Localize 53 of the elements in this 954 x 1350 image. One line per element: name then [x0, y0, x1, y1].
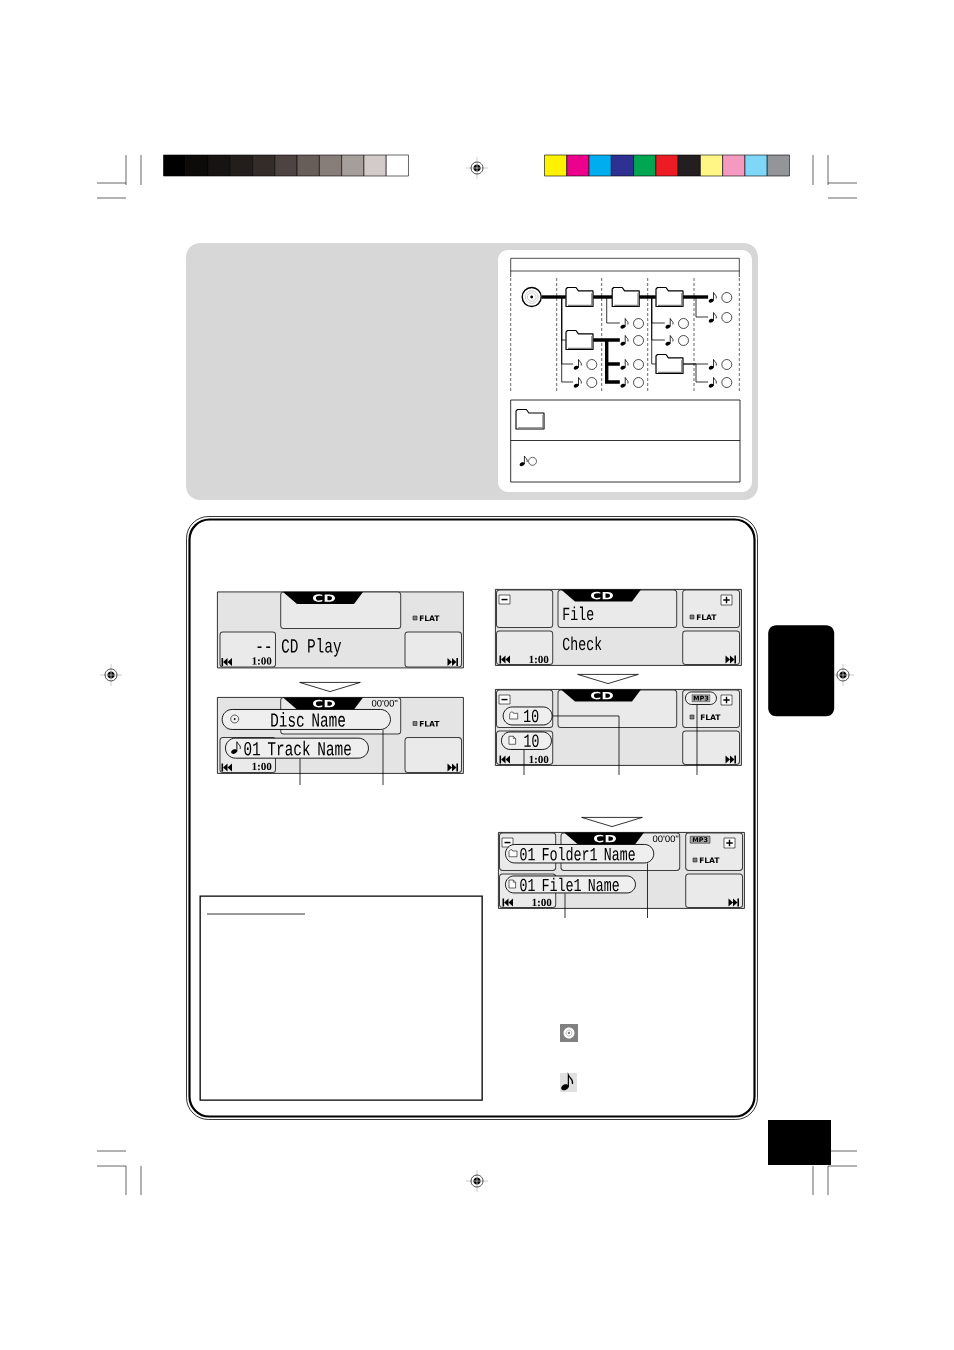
leader-line — [523, 749, 525, 776]
music-file-icon — [665, 318, 689, 329]
tree-line — [591, 338, 622, 384]
music-file-icon — [708, 359, 733, 370]
tree-line — [639, 295, 656, 299]
display-text: -- CD Play — [257, 638, 342, 657]
music-file-icon — [708, 377, 733, 388]
section-tab — [768, 625, 835, 717]
elapsed-time: 1:00 — [252, 762, 272, 771]
music-file-icon — [708, 312, 733, 323]
arrow — [581, 816, 643, 827]
source-tab: CD — [564, 832, 644, 845]
leader-line — [564, 893, 566, 919]
tree-line — [541, 295, 566, 299]
tree-line — [682, 296, 709, 318]
note-box — [199, 895, 483, 1101]
music-file-icon — [620, 377, 644, 388]
music-file-icon — [665, 335, 689, 346]
tree-line — [639, 296, 666, 365]
music-file-icon — [620, 318, 644, 329]
elapsed-time: 1:00 — [529, 755, 549, 764]
time-readout: 00'00" — [371, 699, 398, 707]
disc-icon — [521, 286, 542, 308]
music-file-icon — [573, 377, 598, 388]
elapsed-time: 1:00 — [529, 655, 549, 664]
arrow — [299, 681, 361, 692]
music-file-icon — [620, 335, 644, 346]
label-pill: 01 Folder1 Name — [505, 844, 655, 864]
leader-line — [696, 704, 698, 776]
time-readout: 00'00" — [652, 835, 679, 843]
label-pill: 01 File1 Name — [505, 875, 636, 894]
arrow — [577, 673, 639, 684]
music-file-icon — [708, 292, 733, 303]
elapsed-time: 1:00 — [532, 898, 552, 907]
display-text: File Check — [562, 606, 602, 651]
tree-line — [593, 295, 612, 299]
label-pill: Disc Name — [221, 709, 391, 730]
tree-line — [592, 296, 621, 324]
leader-line — [552, 715, 620, 776]
tree-line — [683, 295, 709, 299]
source-tab: CD — [283, 592, 363, 604]
tree-line — [682, 363, 709, 383]
label-pill: 01 Track Name — [225, 737, 369, 759]
leader-line — [299, 758, 301, 786]
source-tab: CD — [561, 689, 641, 702]
music-file-icon — [620, 359, 644, 370]
source-tab: CD — [561, 589, 641, 602]
elapsed-time: 1:00 — [252, 657, 272, 665]
tree-line — [541, 296, 574, 383]
leader-line — [382, 729, 384, 786]
source-tab: CD — [283, 697, 363, 710]
leader-line — [647, 863, 648, 919]
music-file-icon — [573, 359, 598, 370]
